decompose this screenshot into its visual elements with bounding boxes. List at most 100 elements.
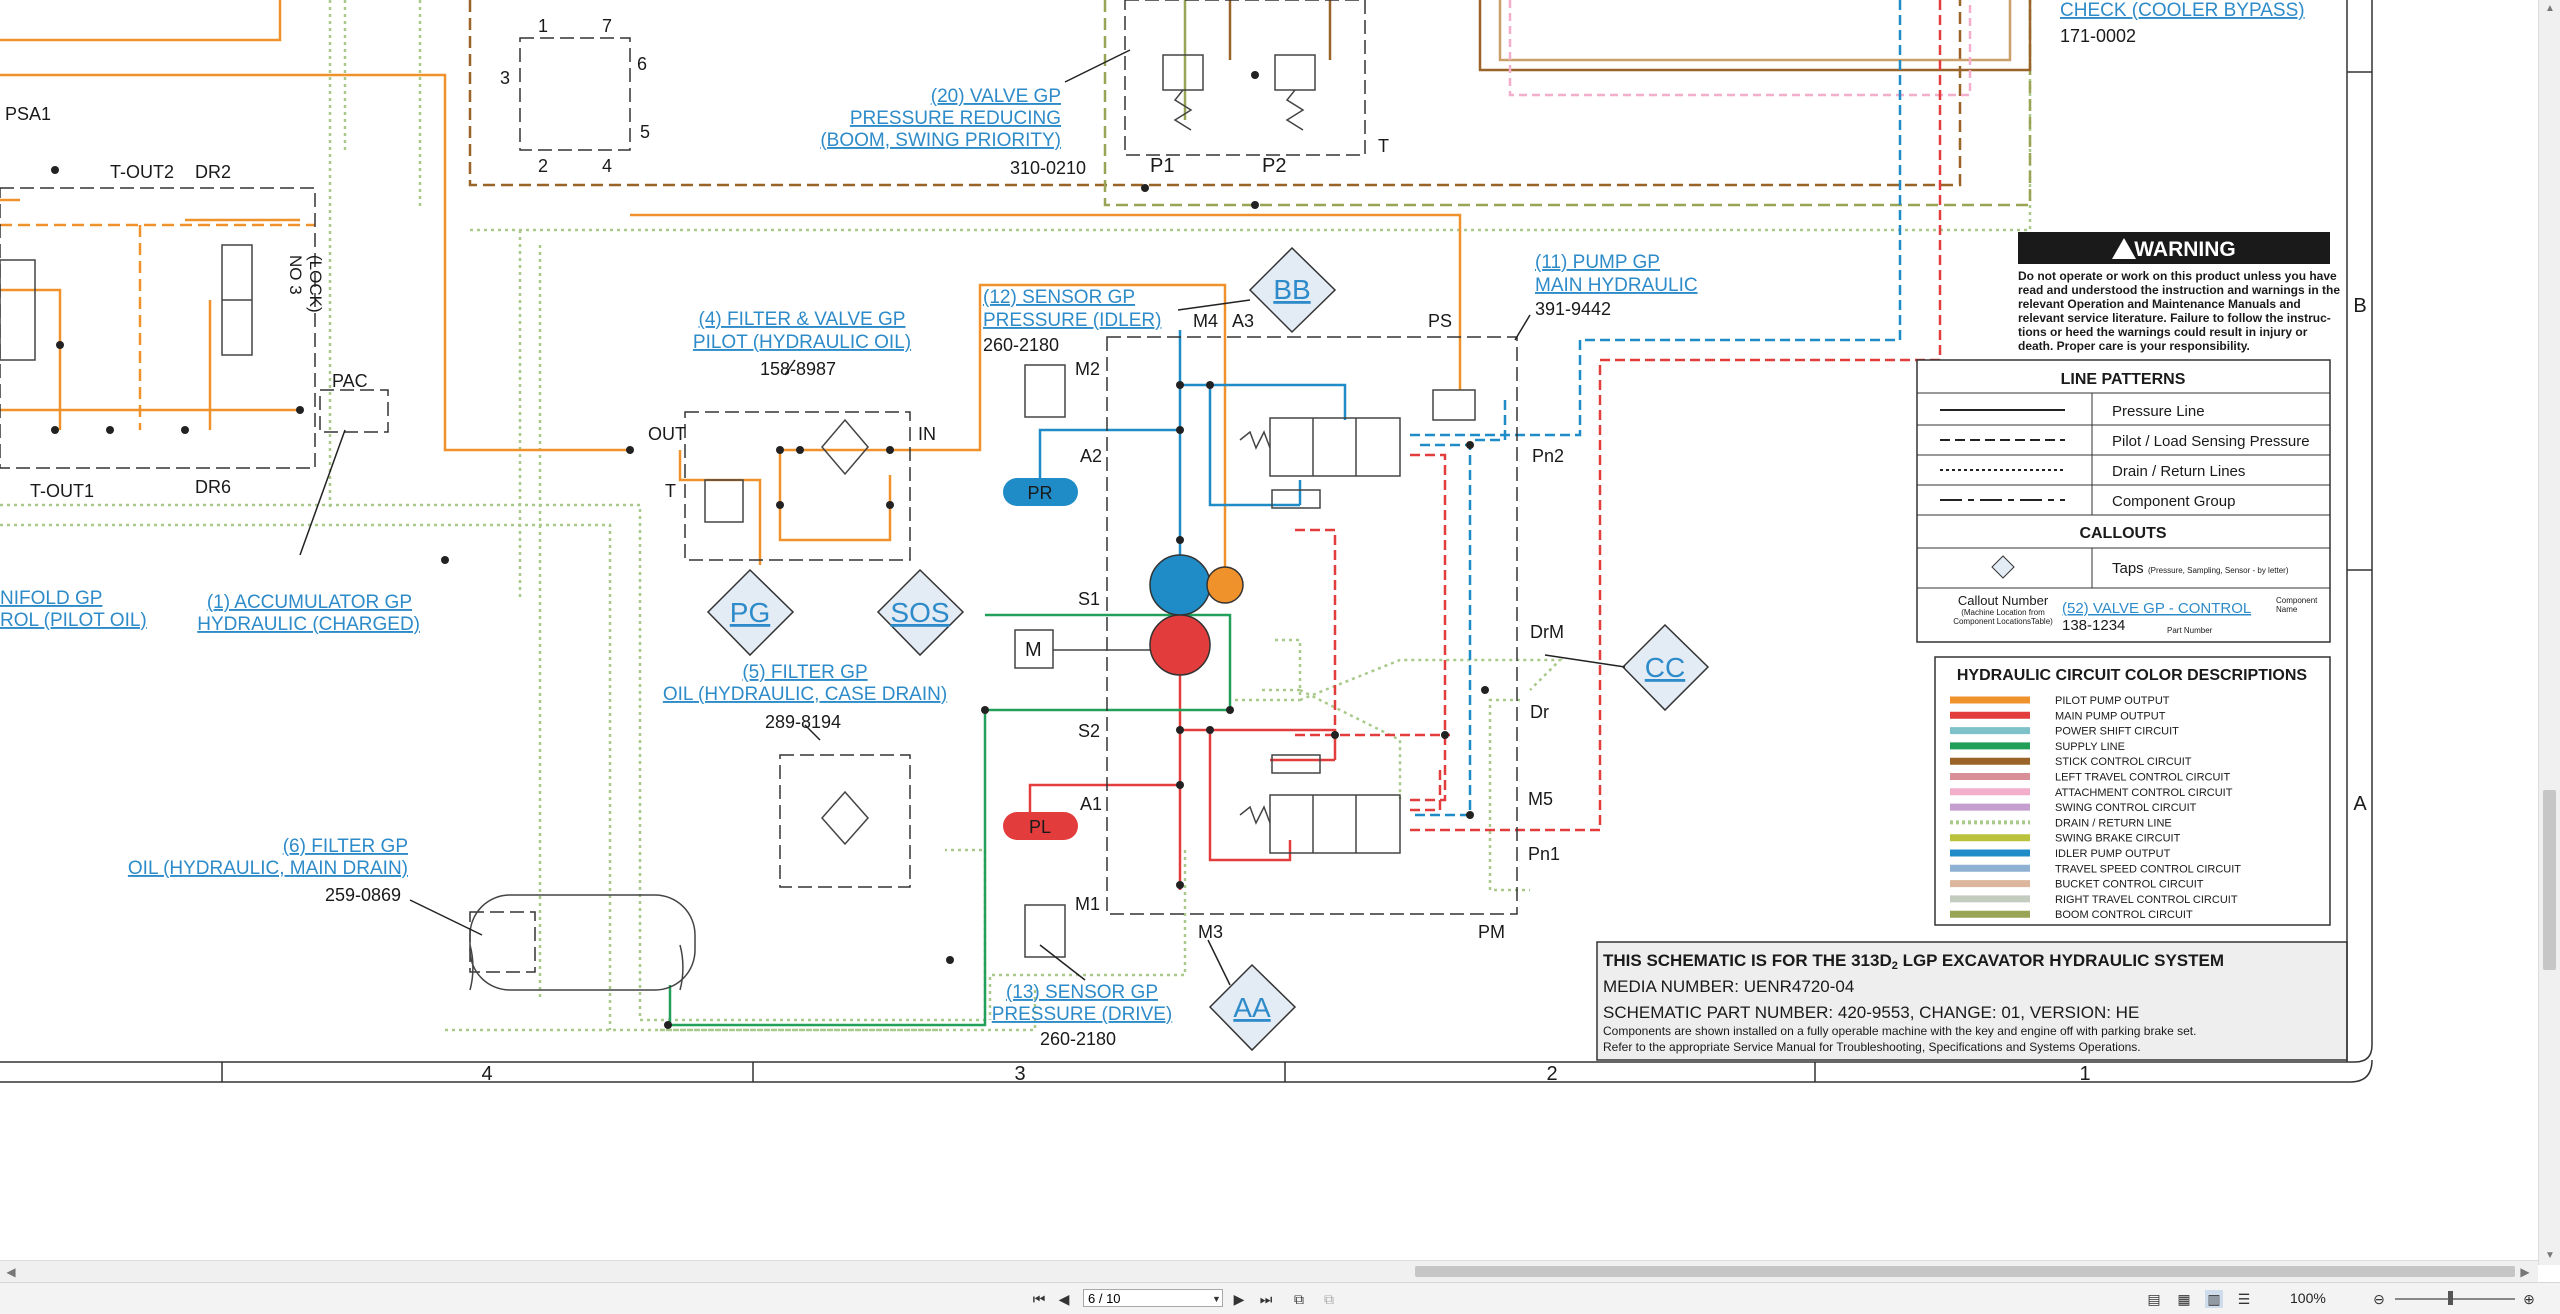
junction-dots xyxy=(51,71,1489,1029)
sensor12-link-1[interactable]: (12) SENSOR GP xyxy=(983,287,1135,308)
valve-symbols xyxy=(0,54,1476,991)
page-dropdown-icon[interactable]: ▼ xyxy=(1212,1294,1221,1304)
continuous-icon[interactable]: ▦ xyxy=(2177,1291,2191,1307)
svg-text:LINE PATTERNS: LINE PATTERNS xyxy=(2061,371,2186,388)
view-pages-icon[interactable]: ⧉ xyxy=(1294,1291,1304,1307)
tap-sos[interactable]: SOS xyxy=(890,597,949,628)
zoom-out-icon[interactable]: ⊖ xyxy=(2373,1291,2385,1307)
tap-bb[interactable]: BB xyxy=(1273,274,1310,305)
facing-icon[interactable]: ▥ xyxy=(2205,1290,2223,1308)
accumulator-link-2[interactable]: HYDRAULIC (CHARGED) xyxy=(197,614,420,635)
lock-label: (LOCK) xyxy=(306,255,325,313)
schematic-part-number: SCHEMATIC PART NUMBER: 420-9553, CHANGE:… xyxy=(1603,1003,2139,1022)
scroll-right-icon[interactable]: ▶ xyxy=(2520,1265,2530,1279)
page-frame xyxy=(0,0,2373,1083)
t-out2-label: T-OUT2 xyxy=(110,162,174,182)
color-descriptions-legend: HYDRAULIC CIRCUIT COLOR DESCRIPTIONS PIL… xyxy=(1934,656,2331,926)
filter4-link-2[interactable]: PILOT (HYDRAULIC OIL) xyxy=(693,332,911,353)
valve20-link-3[interactable]: (BOOM, SWING PRIORITY) xyxy=(820,130,1061,151)
scroll-up-icon[interactable]: ▲ xyxy=(2545,3,2555,14)
tap-pg[interactable]: PG xyxy=(730,597,770,628)
filter5-link-1[interactable]: (5) FILTER GP xyxy=(742,662,867,683)
prev-page-icon[interactable]: ◀ xyxy=(1058,1291,1070,1307)
example-callout-link[interactable]: (52) VALVE GP - CONTROL xyxy=(2062,600,2251,617)
filter5-link-2[interactable]: OIL (HYDRAULIC, CASE DRAIN) xyxy=(663,684,947,705)
pin-4: 4 xyxy=(602,156,612,176)
single-page-icon[interactable]: ▤ xyxy=(2147,1291,2161,1307)
zoom-level: 100% xyxy=(2290,1290,2326,1306)
warning-text: Do not operate or work on this product u… xyxy=(2018,269,2340,353)
pl-port[interactable] xyxy=(1003,812,1078,840)
svg-text:B: B xyxy=(2353,295,2366,317)
zoom-slider-thumb[interactable] xyxy=(2448,1291,2453,1305)
tap-aa[interactable]: AA xyxy=(1233,992,1271,1023)
t-out1-label: T-OUT1 xyxy=(30,481,94,501)
color-description-label: BUCKET CONTROL CIRCUIT xyxy=(2055,879,2204,891)
svg-text:Part Number: Part Number xyxy=(2167,626,2213,635)
color-description-label: POWER SHIFT CIRCUIT xyxy=(2055,726,2179,738)
t2-label: T xyxy=(665,481,676,501)
pn2-label: Pn2 xyxy=(1532,446,1564,466)
filter6-link-1[interactable]: (6) FILTER GP xyxy=(283,836,408,857)
m3-label: M3 xyxy=(1198,922,1223,942)
pin-7: 7 xyxy=(602,16,612,36)
last-page-icon[interactable]: ⏭ xyxy=(1259,1291,1273,1307)
filter6-link-2[interactable]: OIL (HYDRAULIC, MAIN DRAIN) xyxy=(128,858,408,879)
no3-label: NO 3 xyxy=(286,255,305,295)
sensor13-link-2[interactable]: PRESSURE (DRIVE) xyxy=(992,1004,1173,1025)
zoom-in-icon[interactable]: ⊕ xyxy=(2523,1291,2535,1307)
vertical-scroll-thumb[interactable] xyxy=(2543,790,2556,970)
m4-label: M4 xyxy=(1193,311,1218,331)
horizontal-scrollbar[interactable]: ◀ ▶ xyxy=(0,1260,2538,1283)
manifold-link-1[interactable]: NIFOLD GP xyxy=(0,588,102,609)
svg-text:read and understood the instru: read and understood the instruction and … xyxy=(2018,283,2340,297)
component-groups xyxy=(0,0,1518,973)
psa1-label: PSA1 xyxy=(5,104,51,124)
page-number-input[interactable] xyxy=(1083,1289,1223,1307)
zoom-slider[interactable] xyxy=(2395,1298,2515,1300)
pilot-dashed-lines xyxy=(0,223,315,430)
motor-label: M xyxy=(1025,639,1042,661)
accumulator-link-1[interactable]: (1) ACCUMULATOR GP xyxy=(207,592,412,613)
sensor12-link-2[interactable]: PRESSURE (IDLER) xyxy=(983,310,1161,331)
a1-label: A1 xyxy=(1080,794,1102,814)
svg-text:(Pressure, Sampling, Sensor -: (Pressure, Sampling, Sensor - by letter) xyxy=(2148,566,2289,575)
vertical-scrollbar[interactable]: ▲ ▼ xyxy=(2538,0,2560,1265)
callout-links: NIFOLD GP ROL (PILOT OIL) (1) ACCUMULATO… xyxy=(0,0,2305,1025)
view-facing-icon[interactable]: ⧉ xyxy=(1324,1291,1334,1307)
check-number: 171-0002 xyxy=(2060,26,2136,46)
valve20-link-2[interactable]: PRESSURE REDUCING xyxy=(850,108,1061,129)
warning-header xyxy=(2018,232,2330,264)
pump11-link-1[interactable]: (11) PUMP GP xyxy=(1535,252,1660,273)
tap-cc[interactable]: CC xyxy=(1645,652,1685,683)
svg-text:Component: Component xyxy=(2276,596,2318,605)
pump11-link-2[interactable]: MAIN HYDRAULIC xyxy=(1535,275,1698,296)
ps-label: PS xyxy=(1428,311,1452,331)
scroll-down-icon[interactable]: ▼ xyxy=(2545,1250,2555,1261)
svg-text:Refer to the appropriate Servi: Refer to the appropriate Service Manual … xyxy=(1603,1040,2141,1054)
component-labels: PSA1 T-OUT2 DR2 T-OUT1 DR6 PAC NO 3 (LOC… xyxy=(5,16,2136,1049)
valve20-link-1[interactable]: (20) VALVE GP xyxy=(931,86,1061,107)
horizontal-scroll-thumb[interactable] xyxy=(1415,1266,2515,1277)
sensor13-link-1[interactable]: (13) SENSOR GP xyxy=(1006,982,1158,1003)
line-patterns-legend: LINE PATTERNS Pressure Line Pilot / Load… xyxy=(1916,359,2331,643)
filter4-number: 158-8987 xyxy=(760,359,836,379)
check-link[interactable]: CHECK (COOLER BYPASS) xyxy=(2060,0,2305,21)
pump11-number: 391-9442 xyxy=(1535,299,1611,319)
m1-label: M1 xyxy=(1075,894,1100,914)
svg-text:Component LocationsTable): Component LocationsTable) xyxy=(1953,617,2053,626)
filter4-link-1[interactable]: (4) FILTER & VALVE GP xyxy=(699,309,906,330)
next-page-icon[interactable]: ▶ xyxy=(1233,1291,1245,1307)
color-description-label: SWING BRAKE CIRCUIT xyxy=(2055,833,2181,845)
manifold-link-2[interactable]: ROL (PILOT OIL) xyxy=(0,610,147,631)
first-page-icon[interactable]: ⏮ xyxy=(1032,1291,1046,1307)
color-description-label: TRAVEL SPEED CONTROL CIRCUIT xyxy=(2055,863,2241,875)
m2-label: M2 xyxy=(1075,359,1100,379)
scroll-left-icon[interactable]: ◀ xyxy=(6,1265,16,1279)
color-description-label: SUPPLY LINE xyxy=(2055,741,2125,753)
scroll-mode-icon[interactable]: ☰ xyxy=(2237,1291,2251,1307)
sensor13-number: 260-2180 xyxy=(1040,1029,1116,1049)
pr-port[interactable] xyxy=(1003,478,1078,506)
svg-text:tions or heed the warnings cou: tions or heed the warnings could result … xyxy=(2018,325,2308,339)
main-pump xyxy=(1149,614,1211,676)
